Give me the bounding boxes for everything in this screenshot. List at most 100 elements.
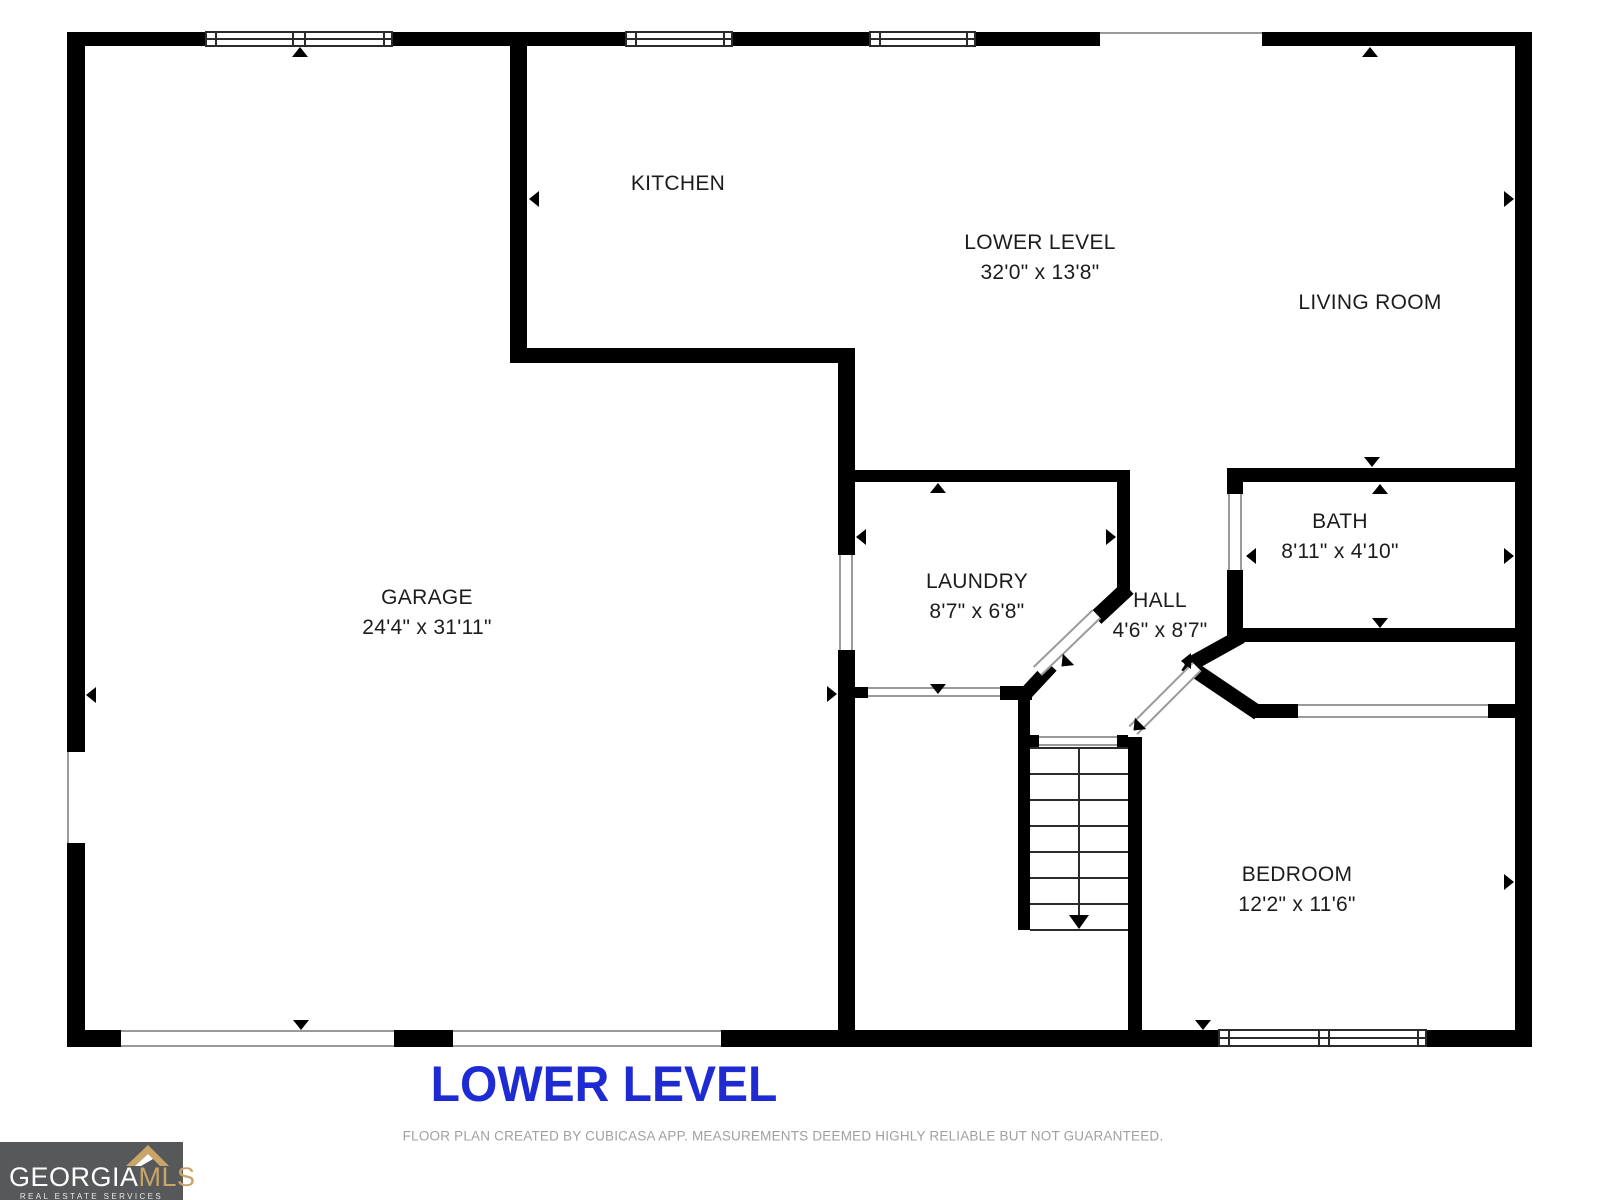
marker-arrow-icon [1246, 548, 1256, 564]
room-dimensions: 32'0" x 13'8" [980, 261, 1100, 284]
disclaimer-text: FLOOR PLAN CREATED BY CUBICASA APP. MEAS… [402, 1128, 1164, 1144]
marker-arrow-icon [1504, 548, 1514, 564]
opening-top-wall-edge [1100, 32, 1262, 34]
marker-arrow-icon [1364, 457, 1380, 467]
stair-entry-edge-bottom [1039, 744, 1117, 746]
window-glass-line [627, 38, 731, 40]
door-garage-laundry-edge-l [839, 555, 841, 650]
window-kitchen-top-1 [625, 31, 733, 47]
bedroom-interior-window [1298, 704, 1488, 718]
wall-laundry-top [838, 470, 1130, 482]
wall-garage-right-upper [838, 348, 855, 555]
wall-bath-bottom [1230, 628, 1515, 642]
logo-brand-primary: GEORGIA [9, 1162, 139, 1192]
staircase-direction-line [1078, 747, 1080, 917]
window-mullion [723, 33, 725, 45]
wall-laundry-right [1117, 470, 1130, 592]
marker-arrow-icon [86, 687, 96, 703]
room-name: LOWER LEVEL [964, 231, 1116, 254]
window-mullion [383, 33, 385, 45]
window-mullion [635, 33, 637, 45]
garage-door-opening-1 [121, 1030, 394, 1047]
wall-stairwell-left [1018, 692, 1030, 930]
room-dimensions: 8'7" x 6'8" [929, 600, 1025, 623]
marker-arrow-icon [1504, 874, 1514, 890]
wall-garage-corner-pier [85, 1030, 121, 1047]
room-name: LAUNDRY [925, 570, 1029, 593]
wall-garage-right-lower [838, 650, 855, 1030]
window-mullion [292, 33, 294, 45]
wall-exterior-left [67, 32, 85, 1047]
window-mullion [879, 33, 881, 45]
wall-bath-top [1227, 468, 1515, 482]
room-name: KITCHEN [630, 172, 726, 195]
window-mullion [1318, 1031, 1320, 1045]
door-bath-edge-r [1240, 494, 1242, 570]
wall-exterior-right [1515, 32, 1532, 1047]
marker-arrow-icon [292, 47, 308, 57]
wall-bath-left-lower [1227, 570, 1243, 642]
marker-arrow-icon [930, 684, 946, 694]
wall-stair-entry-stub-right [1117, 735, 1128, 747]
marker-arrow-icon [1362, 47, 1378, 57]
door-bath-edge-l [1228, 494, 1230, 570]
window-mullion [1417, 1031, 1419, 1045]
marker-arrow-icon [529, 191, 539, 207]
staircase-direction-arrow-icon [1069, 915, 1089, 929]
room-name: BATH [1312, 510, 1368, 533]
window-mullion [1228, 1031, 1230, 1045]
wall-bedroom-top-right [1488, 704, 1515, 718]
window-glass-line [1220, 1037, 1425, 1039]
marker-arrow-icon [1372, 484, 1388, 494]
window-glass-line [871, 38, 974, 40]
window-mullion [215, 33, 217, 45]
roof-icon [126, 1145, 169, 1166]
marker-arrow-icon [1372, 618, 1388, 628]
window-kitchen-top-2 [869, 31, 976, 47]
room-dimensions: 8'11" x 4'10" [1281, 540, 1399, 563]
room-label-hall: HALL 4'6" x 8'7" [1112, 586, 1207, 646]
marker-arrow-icon [1055, 653, 1075, 673]
door-garage-left-edge [67, 752, 69, 843]
room-label-bedroom: BEDROOM 12'2" x 11'6" [1238, 860, 1356, 920]
room-label-lower-level: LOWER LEVEL 32'0" x 13'8" [964, 228, 1116, 288]
room-name: HALL [1133, 589, 1187, 612]
wall-kitchen-left [510, 46, 527, 363]
wall-stairwell-right [1128, 737, 1142, 1030]
stair-entry-edge-top [1039, 736, 1117, 738]
room-name: LIVING ROOM [1298, 291, 1442, 314]
garage-door-2-edge-top [453, 1030, 721, 1032]
marker-arrow-icon [856, 529, 866, 545]
room-dimensions: 12'2" x 11'6" [1238, 893, 1356, 916]
room-label-bath: BATH 8'11" x 4'10" [1281, 507, 1399, 567]
georgia-mls-logo: GEORGIAMLS REAL ESTATE SERVICES [0, 1142, 195, 1200]
window-mullion [1328, 1031, 1330, 1045]
wall-kitchen-bottom [510, 348, 853, 363]
door-laundry-south-edge-bottom [868, 695, 1000, 697]
room-dimensions: 24'4" x 31'11" [362, 616, 492, 639]
opening-top-wall [1100, 32, 1262, 46]
door-garage-laundry-edge-r [851, 555, 853, 650]
wall-stair-entry-stub-left [1030, 735, 1039, 747]
wall-bath-left-stub [1227, 482, 1243, 494]
marker-arrow-icon [930, 483, 946, 493]
marker-arrow-icon [827, 686, 837, 702]
room-name: GARAGE [381, 586, 473, 609]
window-bedroom-bottom [1218, 1029, 1427, 1047]
bedroom-interior-window-edge-bottom [1298, 716, 1488, 718]
room-label-laundry: LAUNDRY 8'7" x 6'8" [926, 567, 1028, 627]
wall-laundry-bottom-stub [853, 687, 868, 698]
window-garage-top [205, 31, 393, 47]
plan-title: LOWER LEVEL [430, 1056, 778, 1112]
wall-exterior-bottom [67, 1030, 1532, 1047]
marker-arrow-icon [1181, 653, 1191, 669]
window-mullion [966, 33, 968, 45]
door-garage-laundry [838, 555, 855, 650]
marker-arrow-icon [293, 1020, 309, 1030]
room-label-living-room: LIVING ROOM [1298, 288, 1441, 318]
logo-brand-accent: MLS [138, 1162, 196, 1192]
marker-arrow-icon [1106, 529, 1116, 545]
room-label-kitchen: KITCHEN [631, 169, 725, 199]
room-label-garage: GARAGE 24'4" x 31'11" [362, 583, 492, 643]
